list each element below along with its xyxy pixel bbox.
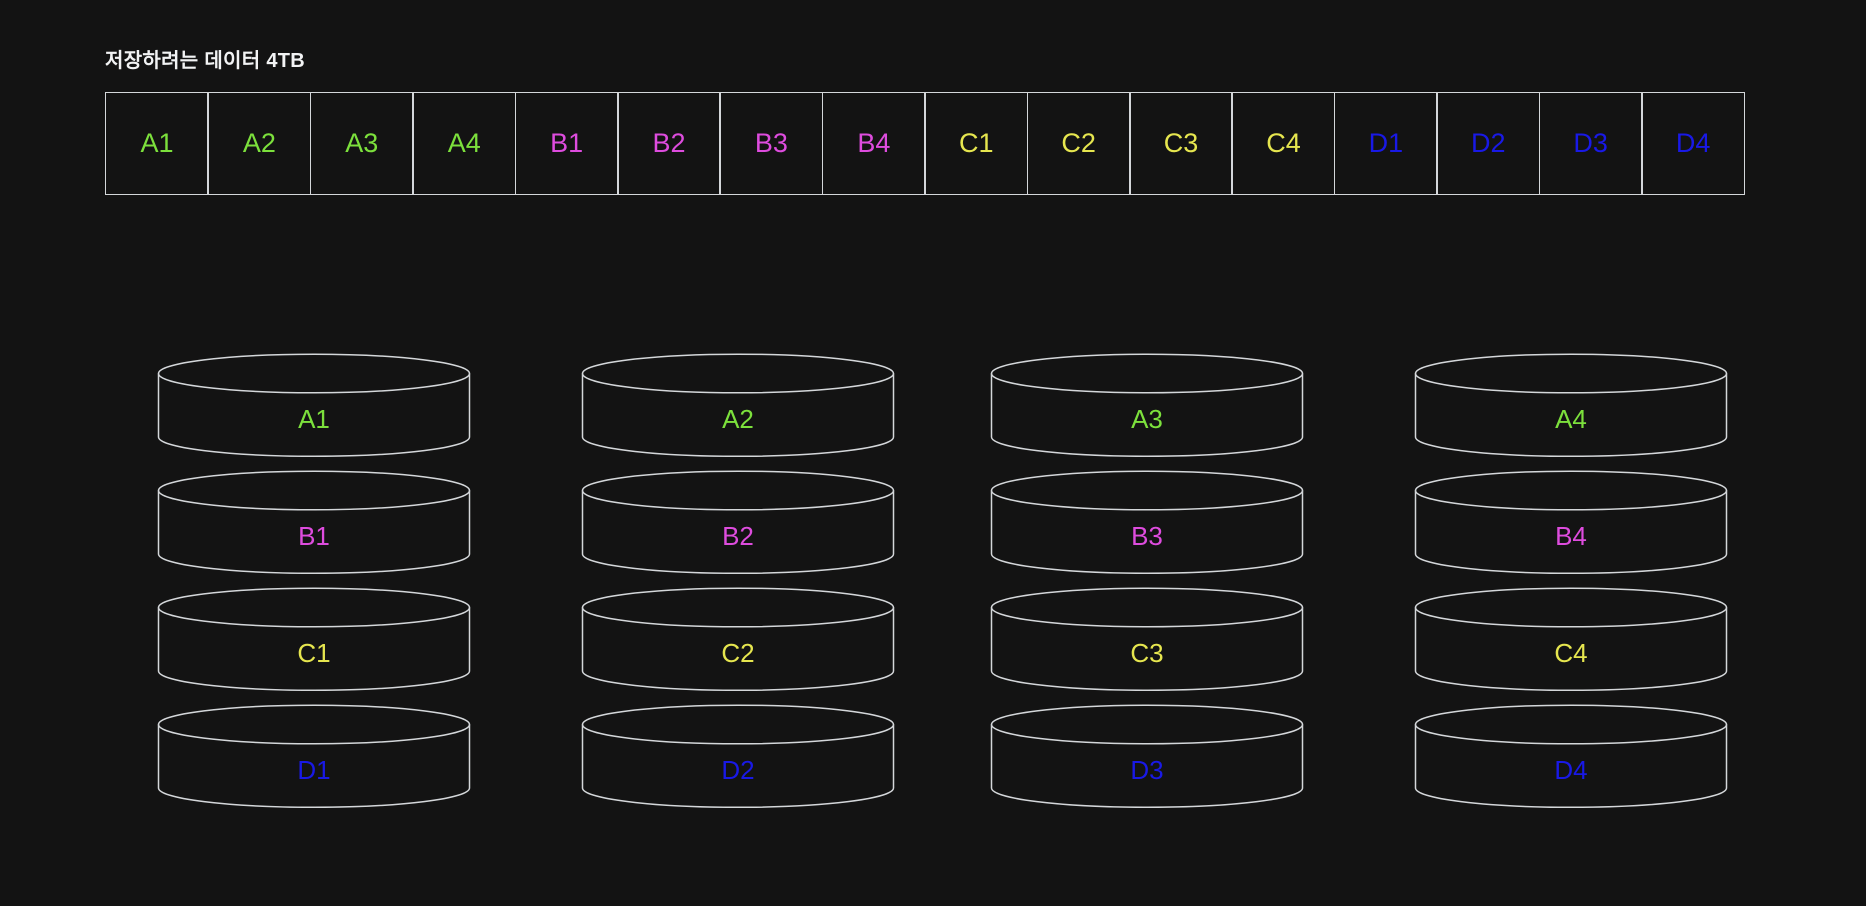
disk-cylinder: A1 xyxy=(157,353,471,457)
cylinder-label: B4 xyxy=(1555,521,1587,551)
cylinder-icon xyxy=(157,470,471,574)
disk-cylinder: C1 xyxy=(157,587,471,691)
disk-cylinder: D4 xyxy=(1414,704,1728,808)
page-title: 저장하려는 데이터 4TB xyxy=(105,50,305,72)
cylinder-icon xyxy=(990,470,1304,574)
strip-cell: C4 xyxy=(1231,92,1336,195)
cylinder-icon xyxy=(1414,353,1728,457)
disk-cylinder: C4 xyxy=(1414,587,1728,691)
cylinder-icon xyxy=(157,353,471,457)
disk-cylinder: A4 xyxy=(1414,353,1728,457)
cylinder-label: C4 xyxy=(1554,638,1588,668)
cylinder-icon xyxy=(990,353,1304,457)
strip-cell: C2 xyxy=(1026,92,1131,195)
cylinder-label: A1 xyxy=(298,404,330,434)
strip-cell: B2 xyxy=(617,92,722,195)
cylinder-icon xyxy=(1414,704,1728,808)
disk-cylinder: C2 xyxy=(581,587,895,691)
cylinder-label: B2 xyxy=(722,521,754,551)
disk-cylinder: B4 xyxy=(1414,470,1728,574)
disk-cylinder: B2 xyxy=(581,470,895,574)
disk-cylinder: D2 xyxy=(581,704,895,808)
disk-cylinder: C3 xyxy=(990,587,1304,691)
cylinder-label: B1 xyxy=(298,521,330,551)
cylinder-label: C3 xyxy=(1130,638,1164,668)
strip-cell: B4 xyxy=(821,92,926,195)
cylinder-icon xyxy=(581,704,895,808)
cylinder-icon xyxy=(1414,587,1728,691)
disk-cylinder: D1 xyxy=(157,704,471,808)
strip-cell: D4 xyxy=(1641,92,1746,195)
cylinder-icon xyxy=(157,587,471,691)
cylinder-label: D4 xyxy=(1554,755,1588,785)
cylinder-icon xyxy=(1414,470,1728,574)
cylinder-label: B3 xyxy=(1131,521,1163,551)
cylinder-label: A2 xyxy=(722,404,754,434)
cylinder-label: D3 xyxy=(1130,755,1164,785)
data-strip: A1 A2 A3 A4 B1 B2 B3 B4 C1 C2 C3 C4 D1 D… xyxy=(105,92,1746,195)
strip-cell: B1 xyxy=(514,92,619,195)
cylinder-icon xyxy=(157,704,471,808)
strip-cell: C3 xyxy=(1129,92,1234,195)
disk-cylinder: B1 xyxy=(157,470,471,574)
strip-cell: A3 xyxy=(309,92,414,195)
strip-cell: A1 xyxy=(105,92,209,195)
cylinder-icon xyxy=(990,704,1304,808)
strip-cell: D1 xyxy=(1333,92,1438,195)
disk-cylinder: B3 xyxy=(990,470,1304,574)
cylinder-icon xyxy=(990,587,1304,691)
cylinder-icon xyxy=(581,587,895,691)
disk-cylinder: A3 xyxy=(990,353,1304,457)
strip-cell: B3 xyxy=(719,92,824,195)
cylinder-label: A3 xyxy=(1131,404,1163,434)
cylinder-label: D2 xyxy=(721,755,755,785)
cylinder-label: C1 xyxy=(297,638,331,668)
cylinder-label: C2 xyxy=(721,638,755,668)
cylinder-icon xyxy=(581,470,895,574)
strip-cell: A4 xyxy=(412,92,517,195)
strip-cell: D3 xyxy=(1538,92,1643,195)
disk-cylinder: A2 xyxy=(581,353,895,457)
strip-cell: A2 xyxy=(207,92,312,195)
cylinder-icon xyxy=(581,353,895,457)
cylinder-label: D1 xyxy=(297,755,331,785)
strip-cell: C1 xyxy=(924,92,1029,195)
cylinder-label: A4 xyxy=(1555,404,1587,434)
strip-cell: D2 xyxy=(1436,92,1541,195)
disk-cylinder: D3 xyxy=(990,704,1304,808)
